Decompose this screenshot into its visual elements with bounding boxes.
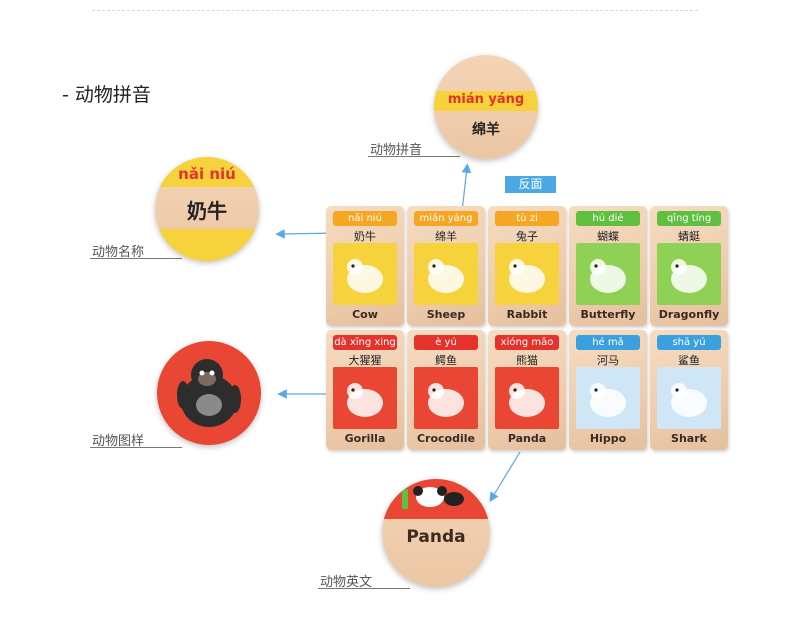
hippo-icon — [576, 367, 640, 429]
crocodile-icon — [414, 367, 478, 429]
label-name: 动物名称 — [92, 245, 145, 260]
label-english-underline — [318, 588, 410, 589]
tile-chinese: 鲨鱼 — [678, 354, 700, 367]
tile-pinyin: shā yú — [657, 335, 721, 350]
label-name-underline — [90, 258, 182, 259]
domino-tile: qīng tíng 蜻蜓 Dragonfly — [650, 206, 728, 326]
panda-icon — [402, 486, 464, 509]
tile-english: Butterfly — [580, 308, 636, 321]
tile-english: Rabbit — [506, 308, 548, 321]
tile-pinyin: dà xīng xing — [333, 335, 397, 350]
domino-tile: tù zi 兔子 Rabbit — [488, 206, 566, 326]
sheep-icon — [414, 243, 478, 305]
butterfly-icon — [576, 243, 640, 305]
zoom-pinyin-circle: mián yáng 绵羊 — [434, 55, 538, 159]
domino-tile: shā yú 鲨鱼 Shark — [650, 330, 728, 450]
rabbit-icon — [495, 243, 559, 305]
tile-chinese: 蜻蜓 — [678, 230, 700, 243]
domino-tile: mián yáng 绵羊 Sheep — [407, 206, 485, 326]
tile-pinyin: hé mǎ — [576, 335, 640, 350]
tile-pinyin: tù zi — [495, 211, 559, 226]
tile-pinyin: è yú — [414, 335, 478, 350]
cow-icon — [333, 243, 397, 305]
tile-english: Shark — [671, 432, 707, 445]
zoom-name-chinese: 奶牛 — [187, 199, 227, 223]
tile-chinese: 绵羊 — [435, 230, 457, 243]
tile-chinese: 大猩猩 — [348, 354, 382, 367]
tile-english: Dragonfly — [658, 308, 720, 321]
dragonfly-icon — [657, 243, 721, 305]
label-pinyin-underline — [368, 156, 460, 157]
tile-english: Sheep — [426, 308, 466, 321]
zoom-picture-circle — [157, 341, 261, 445]
zoom-english-text: Panda — [406, 527, 466, 547]
tile-english: Panda — [507, 432, 547, 445]
tile-pinyin: nǎi niú — [333, 211, 397, 226]
tile-english: Hippo — [589, 432, 627, 445]
shark-icon — [657, 367, 721, 429]
zoom-name-circle: nǎi niú 奶牛 — [155, 157, 259, 261]
zoom-english-circle: Panda — [382, 479, 490, 587]
domino-tile: hé mǎ 河马 Hippo — [569, 330, 647, 450]
zoom-pinyin-text: mián yáng — [447, 92, 525, 107]
back-side-badge: 反面 — [505, 176, 556, 193]
tile-chinese: 熊猫 — [516, 354, 538, 367]
section-title: - 动物拼音 — [62, 84, 151, 106]
tile-chinese: 奶牛 — [354, 230, 376, 243]
tile-chinese: 河马 — [597, 354, 619, 367]
tile-english: Crocodile — [416, 432, 475, 445]
tile-chinese: 兔子 — [516, 230, 538, 243]
domino-tile: dà xīng xing 大猩猩 Gorilla — [326, 330, 404, 450]
zoom-chinese-text: 绵羊 — [472, 122, 500, 138]
label-pinyin: 动物拼音 — [370, 143, 423, 158]
tile-pinyin: qīng tíng — [657, 211, 721, 226]
tile-chinese: 鳄鱼 — [435, 354, 457, 367]
label-picture-underline — [90, 447, 182, 448]
tile-pinyin: mián yáng — [414, 211, 478, 226]
domino-tile: nǎi niú 奶牛 Cow — [326, 206, 404, 326]
domino-tile: xióng māo 熊猫 Panda — [488, 330, 566, 450]
tile-english: Cow — [352, 308, 378, 321]
gorilla-icon — [333, 367, 397, 429]
domino-tile: è yú 鳄鱼 Crocodile — [407, 330, 485, 450]
domino-tiles-grid: nǎi niú 奶牛 Cow mián yáng 绵羊 Sheep tù zi 兔子 Rabbi… — [326, 206, 736, 456]
label-english: 动物英文 — [320, 575, 373, 590]
tile-pinyin: hú dié — [576, 211, 640, 226]
label-picture: 动物图样 — [92, 434, 145, 449]
tile-chinese: 蝴蝶 — [597, 230, 619, 243]
tile-english: Gorilla — [344, 432, 386, 445]
panda-icon — [495, 367, 559, 429]
domino-tile: hú dié 蝴蝶 Butterfly — [569, 206, 647, 326]
tile-pinyin: xióng māo — [495, 335, 559, 350]
top-divider — [92, 10, 698, 11]
zoom-name-pinyin: nǎi niú — [178, 165, 236, 183]
gorilla-icon — [177, 359, 241, 427]
